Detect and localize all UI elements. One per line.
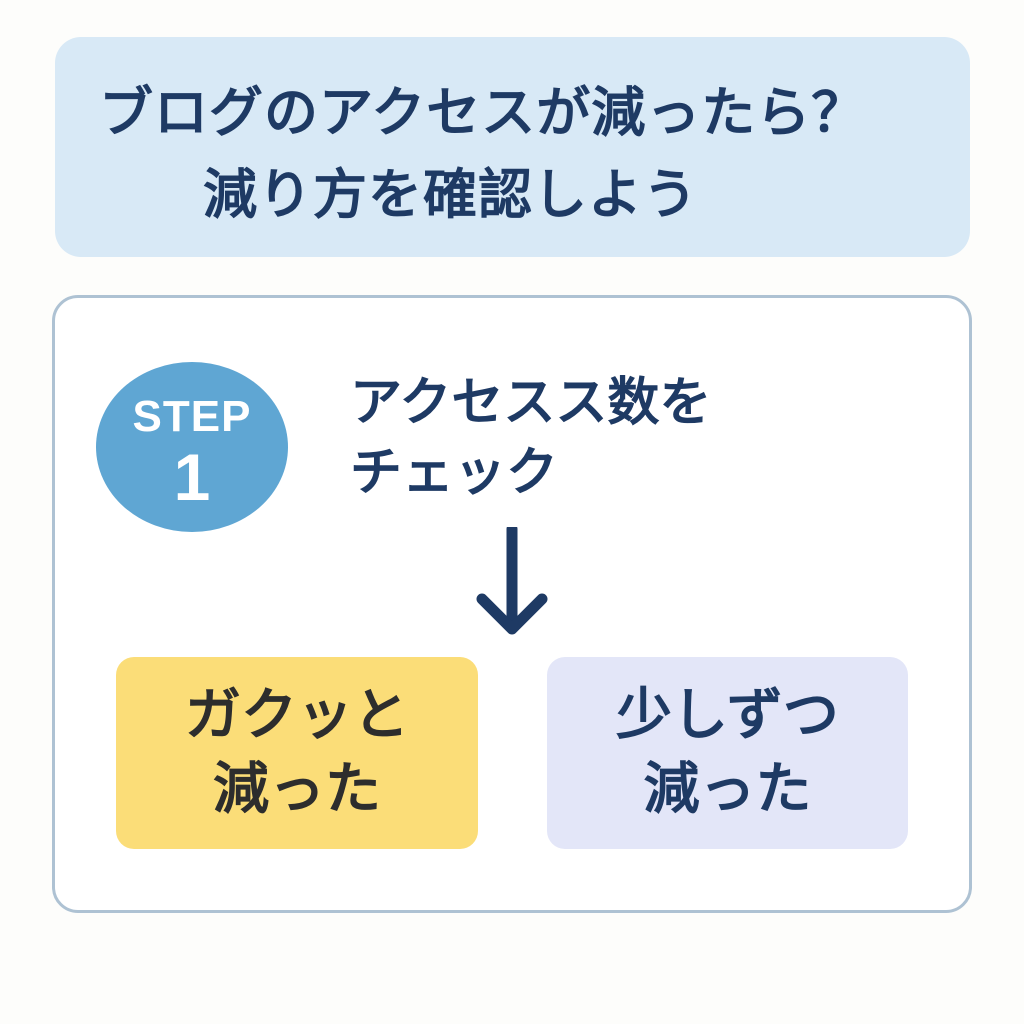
step-label: STEP <box>132 392 252 441</box>
title-banner: ブログのアクセスが減ったら？ 減り方を確認しよう <box>55 37 970 257</box>
option-gradual-drop: 少しずつ 減った <box>547 657 908 849</box>
step-badge: STEP 1 <box>96 362 288 532</box>
option-sudden-line-2: 減った <box>213 757 381 822</box>
title-line-1: ブログのアクセスが減ったら？ <box>99 81 867 144</box>
title-line-2: 減り方を確認しよう <box>203 163 698 226</box>
option-gradual-line-1: 少しずつ <box>616 683 839 748</box>
step-description-line-1: アクセスス数を <box>350 373 712 433</box>
option-gradual-line-2: 減った <box>643 757 812 822</box>
step-description-line-2: チェック <box>350 443 559 503</box>
down-arrow-icon <box>476 527 548 635</box>
step-number: 1 <box>173 440 211 514</box>
option-sudden-drop: ガクッと 減った <box>116 657 478 849</box>
step-description: アクセスス数を チェック <box>350 368 711 508</box>
option-sudden-line-1: ガクッと <box>185 683 409 748</box>
